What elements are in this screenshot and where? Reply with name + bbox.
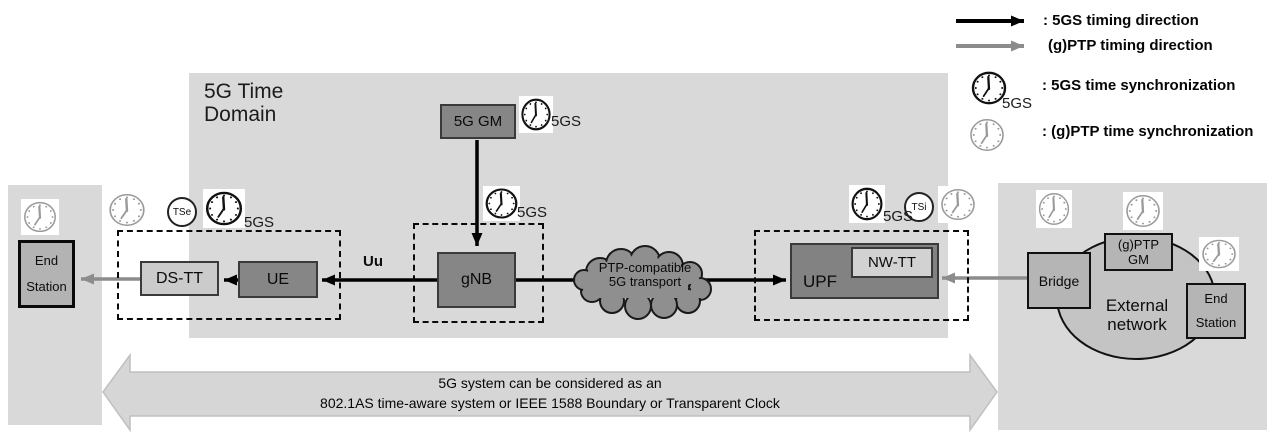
bottom-span-line2: 802.1AS time-aware system or IEEE 1588 B… <box>320 395 780 411</box>
gptp-clock-icon <box>938 186 978 223</box>
external-network-label: External network <box>1105 296 1169 334</box>
gptp-clock-icon <box>967 116 1007 154</box>
node-5g-gm-label: 5G GM <box>453 113 503 130</box>
node-upf: UPF NW-TT <box>790 243 939 299</box>
gptp-clock-icon <box>1036 190 1072 228</box>
node-ds-tt: DS-TT <box>140 261 219 296</box>
legend-5gs-sync-label: : 5GS time synchronization <box>1042 77 1236 94</box>
node-bridge-label: Bridge <box>1038 272 1080 289</box>
node-5g-gm: 5G GM <box>440 104 516 139</box>
upf-dashed-boundary <box>754 230 969 321</box>
node-gptp-gm: (g)PTP GM <box>1104 233 1173 271</box>
ue-dstt-dashed-boundary <box>117 230 341 320</box>
gptp-clock-icon <box>1123 192 1163 230</box>
node-ue-label: UE <box>266 270 290 288</box>
node-end-station-left: End Station <box>18 240 75 308</box>
5gs-clock-icon <box>519 96 553 133</box>
node-nw-tt: NW-TT <box>851 247 933 278</box>
uu-interface-label: Uu <box>363 253 383 270</box>
node-gnb: gNB <box>437 252 516 308</box>
tse-port-badge: TSe <box>167 197 197 227</box>
5gs-clock-sublabel: 5GS <box>551 113 582 130</box>
5gs-clock-icon <box>483 186 520 221</box>
node-end-station-right: End Station <box>1186 283 1246 339</box>
node-bridge: Bridge <box>1027 252 1091 309</box>
5gs-clock-icon <box>969 69 1009 107</box>
legend-5gs-timing-label: : 5GS timing direction <box>1043 12 1199 29</box>
gptp-clock-icon <box>21 199 59 235</box>
node-ue: UE <box>238 261 318 298</box>
transport-cloud-label: PTP-compatible 5G transport <box>598 260 692 289</box>
node-nw-tt-label: NW-TT <box>867 254 917 271</box>
5gs-clock-sublabel: 5GS <box>244 214 275 231</box>
5gs-clock-icon <box>203 189 245 228</box>
domain-title: 5G Time Domain <box>204 80 284 126</box>
tsi-label: TSi <box>911 201 927 213</box>
node-gnb-label: gNB <box>460 271 493 288</box>
bottom-span-line1: 5G system can be considered as an <box>438 375 662 391</box>
5gs-clock-icon <box>849 185 885 223</box>
node-end-station-left-label: End Station <box>26 253 67 294</box>
node-gptp-gm-label: (g)PTP GM <box>1117 237 1160 267</box>
5gs-clock-sublabel: 5GS <box>1002 95 1033 112</box>
5gs-clock-sublabel: 5GS <box>517 204 548 221</box>
gptp-clock-icon <box>106 191 148 229</box>
node-upf-label: UPF <box>803 272 837 291</box>
gnb-dashed-boundary <box>413 223 544 323</box>
legend-gptp-sync-label: : (g)PTP time synchronization <box>1042 123 1254 140</box>
node-end-station-right-label: End Station <box>1195 291 1237 330</box>
tse-label: TSe <box>172 206 192 218</box>
tsi-port-badge: TSi <box>904 192 934 222</box>
gptp-clock-icon <box>1199 237 1239 271</box>
node-ds-tt-label: DS-TT <box>155 269 204 287</box>
5gs-clock-sublabel: 5GS <box>883 208 914 225</box>
legend-gptp-timing-label: (g)PTP timing direction <box>1048 37 1213 54</box>
bottom-span-text: 5G system can be considered as an 802.1A… <box>130 373 970 413</box>
